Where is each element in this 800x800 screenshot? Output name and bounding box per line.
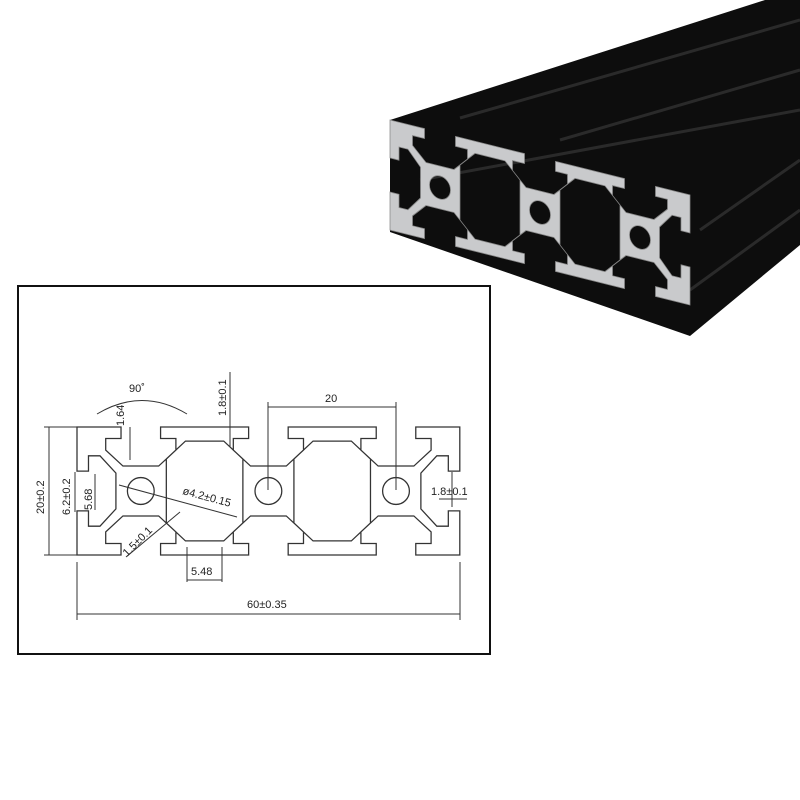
- dim-height: 20±0.2: [35, 480, 47, 514]
- dim-slot-opening: 6.2±0.2: [61, 478, 73, 515]
- dim-width: 60±0.35: [247, 599, 287, 611]
- dim-hole-diameter: ø4.2±0.15: [181, 485, 232, 509]
- dim-slot-inner: 5.68: [83, 489, 95, 510]
- dim-web: 5.48: [191, 566, 212, 578]
- technical-drawing: 90˚ 1.64 1.8±0.1 20 20±0.2 6.2±0.2 5.68 …: [17, 285, 491, 655]
- profile-outline: [76, 426, 461, 556]
- dim-pitch: 20: [325, 393, 337, 405]
- drawing-svg: 90˚ 1.64 1.8±0.1 20 20±0.2 6.2±0.2 5.68 …: [35, 372, 468, 620]
- dim-lip-top: 1.8±0.1: [217, 379, 229, 416]
- dim-wall: 1.5±0.1: [121, 525, 155, 559]
- dimension-lines: [44, 372, 467, 620]
- dim-slot-depth: 1.64: [115, 405, 127, 426]
- extrusion-end-face: [389, 119, 691, 306]
- extrusion-top-groove: [419, 18, 800, 292]
- dim-lip-side: 1.8±0.1: [431, 486, 468, 498]
- dim-angle: 90˚: [129, 383, 145, 395]
